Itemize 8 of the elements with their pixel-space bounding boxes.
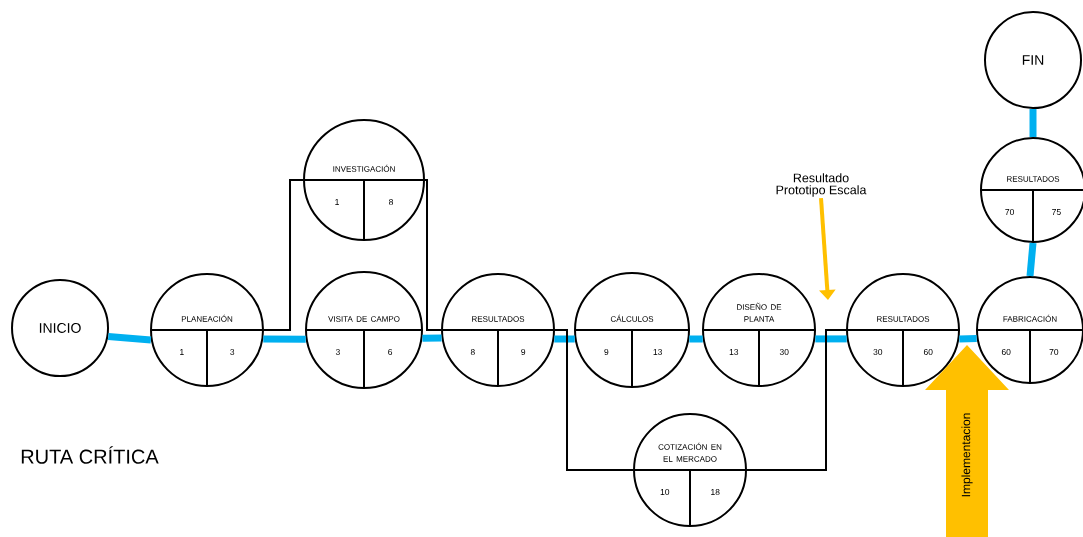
title-text: RUTA CRÍTICA — [21, 446, 159, 464]
connector-line — [424, 179, 442, 331]
connector-line — [263, 179, 304, 331]
arrow — [819, 197, 836, 300]
connector-line — [746, 329, 847, 471]
critical-path-line — [1026, 242, 1037, 277]
connector-line — [554, 329, 634, 471]
note-text: Resultado Prototipo Escala — [776, 173, 867, 197]
